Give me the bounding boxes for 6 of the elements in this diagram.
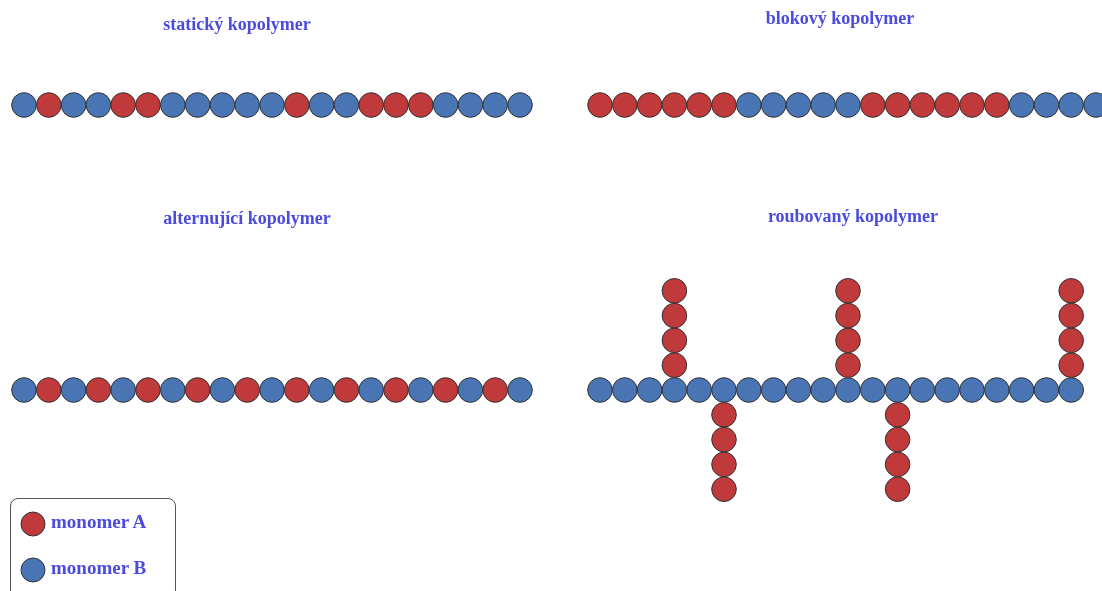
- chain-title: statický kopolymer: [163, 14, 311, 35]
- chain-title: blokový kopolymer: [765, 8, 915, 29]
- chain-title: roubovaný kopolymer: [767, 206, 939, 227]
- legend-label: monomer A: [51, 511, 147, 533]
- legend-label: monomer B: [51, 557, 147, 579]
- chain-title: alternující kopolymer: [163, 208, 331, 229]
